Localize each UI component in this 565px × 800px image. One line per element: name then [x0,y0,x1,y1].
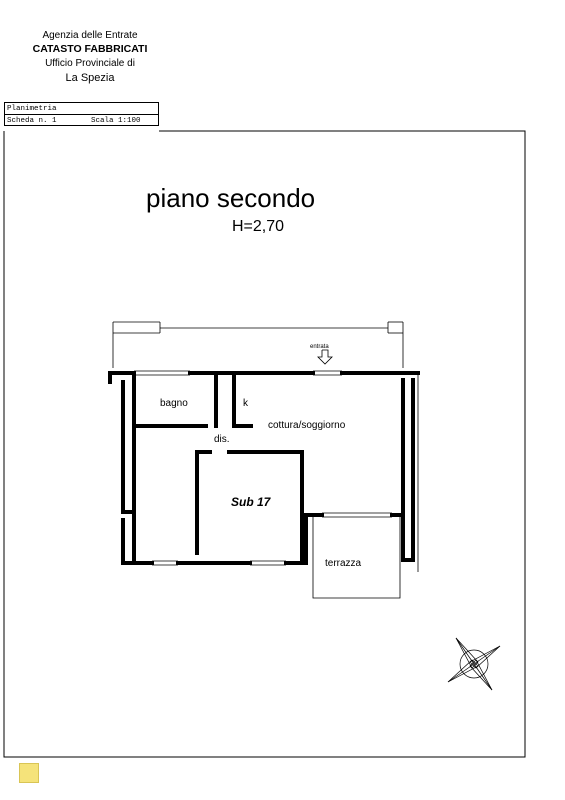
entrance-arrow-icon [317,349,333,365]
office-name: Ufficio Provinciale di [45,58,135,69]
entrance-label: entrata [310,344,329,350]
room-label-cottura-soggiorno: cottura/soggiorno [268,420,346,431]
walls [108,371,420,565]
yellow-marker [19,763,39,783]
top-outline [112,321,404,368]
window-lines [134,370,419,572]
floor-title: piano secondo [146,183,316,213]
room-label-bagno: bagno [160,398,188,409]
sheet-frame [3,130,526,758]
room-label-dis: dis. [214,434,230,445]
scale-value: Scala 1:100 [91,117,141,125]
agency-name: Agenzia delle Entrate [42,30,138,41]
north-compass-icon [447,637,501,691]
sheet-number: Scheda n. 1 [7,117,57,125]
unit-label: Sub 17 [231,495,271,509]
registry-name: CATASTO FABBRICATI [32,43,148,55]
ceiling-height: H=2,70 [232,218,285,235]
document-type: Planimetria [7,105,57,113]
terrace-outline [312,517,401,599]
city-name: La Spezia [65,72,115,84]
document-meta-box: Planimetria Scheda n. 1 Scala 1:100 [4,102,159,126]
meta-divider [5,114,158,115]
room-label-terrazza: terrazza [325,558,362,569]
room-label-k: k [243,398,248,409]
